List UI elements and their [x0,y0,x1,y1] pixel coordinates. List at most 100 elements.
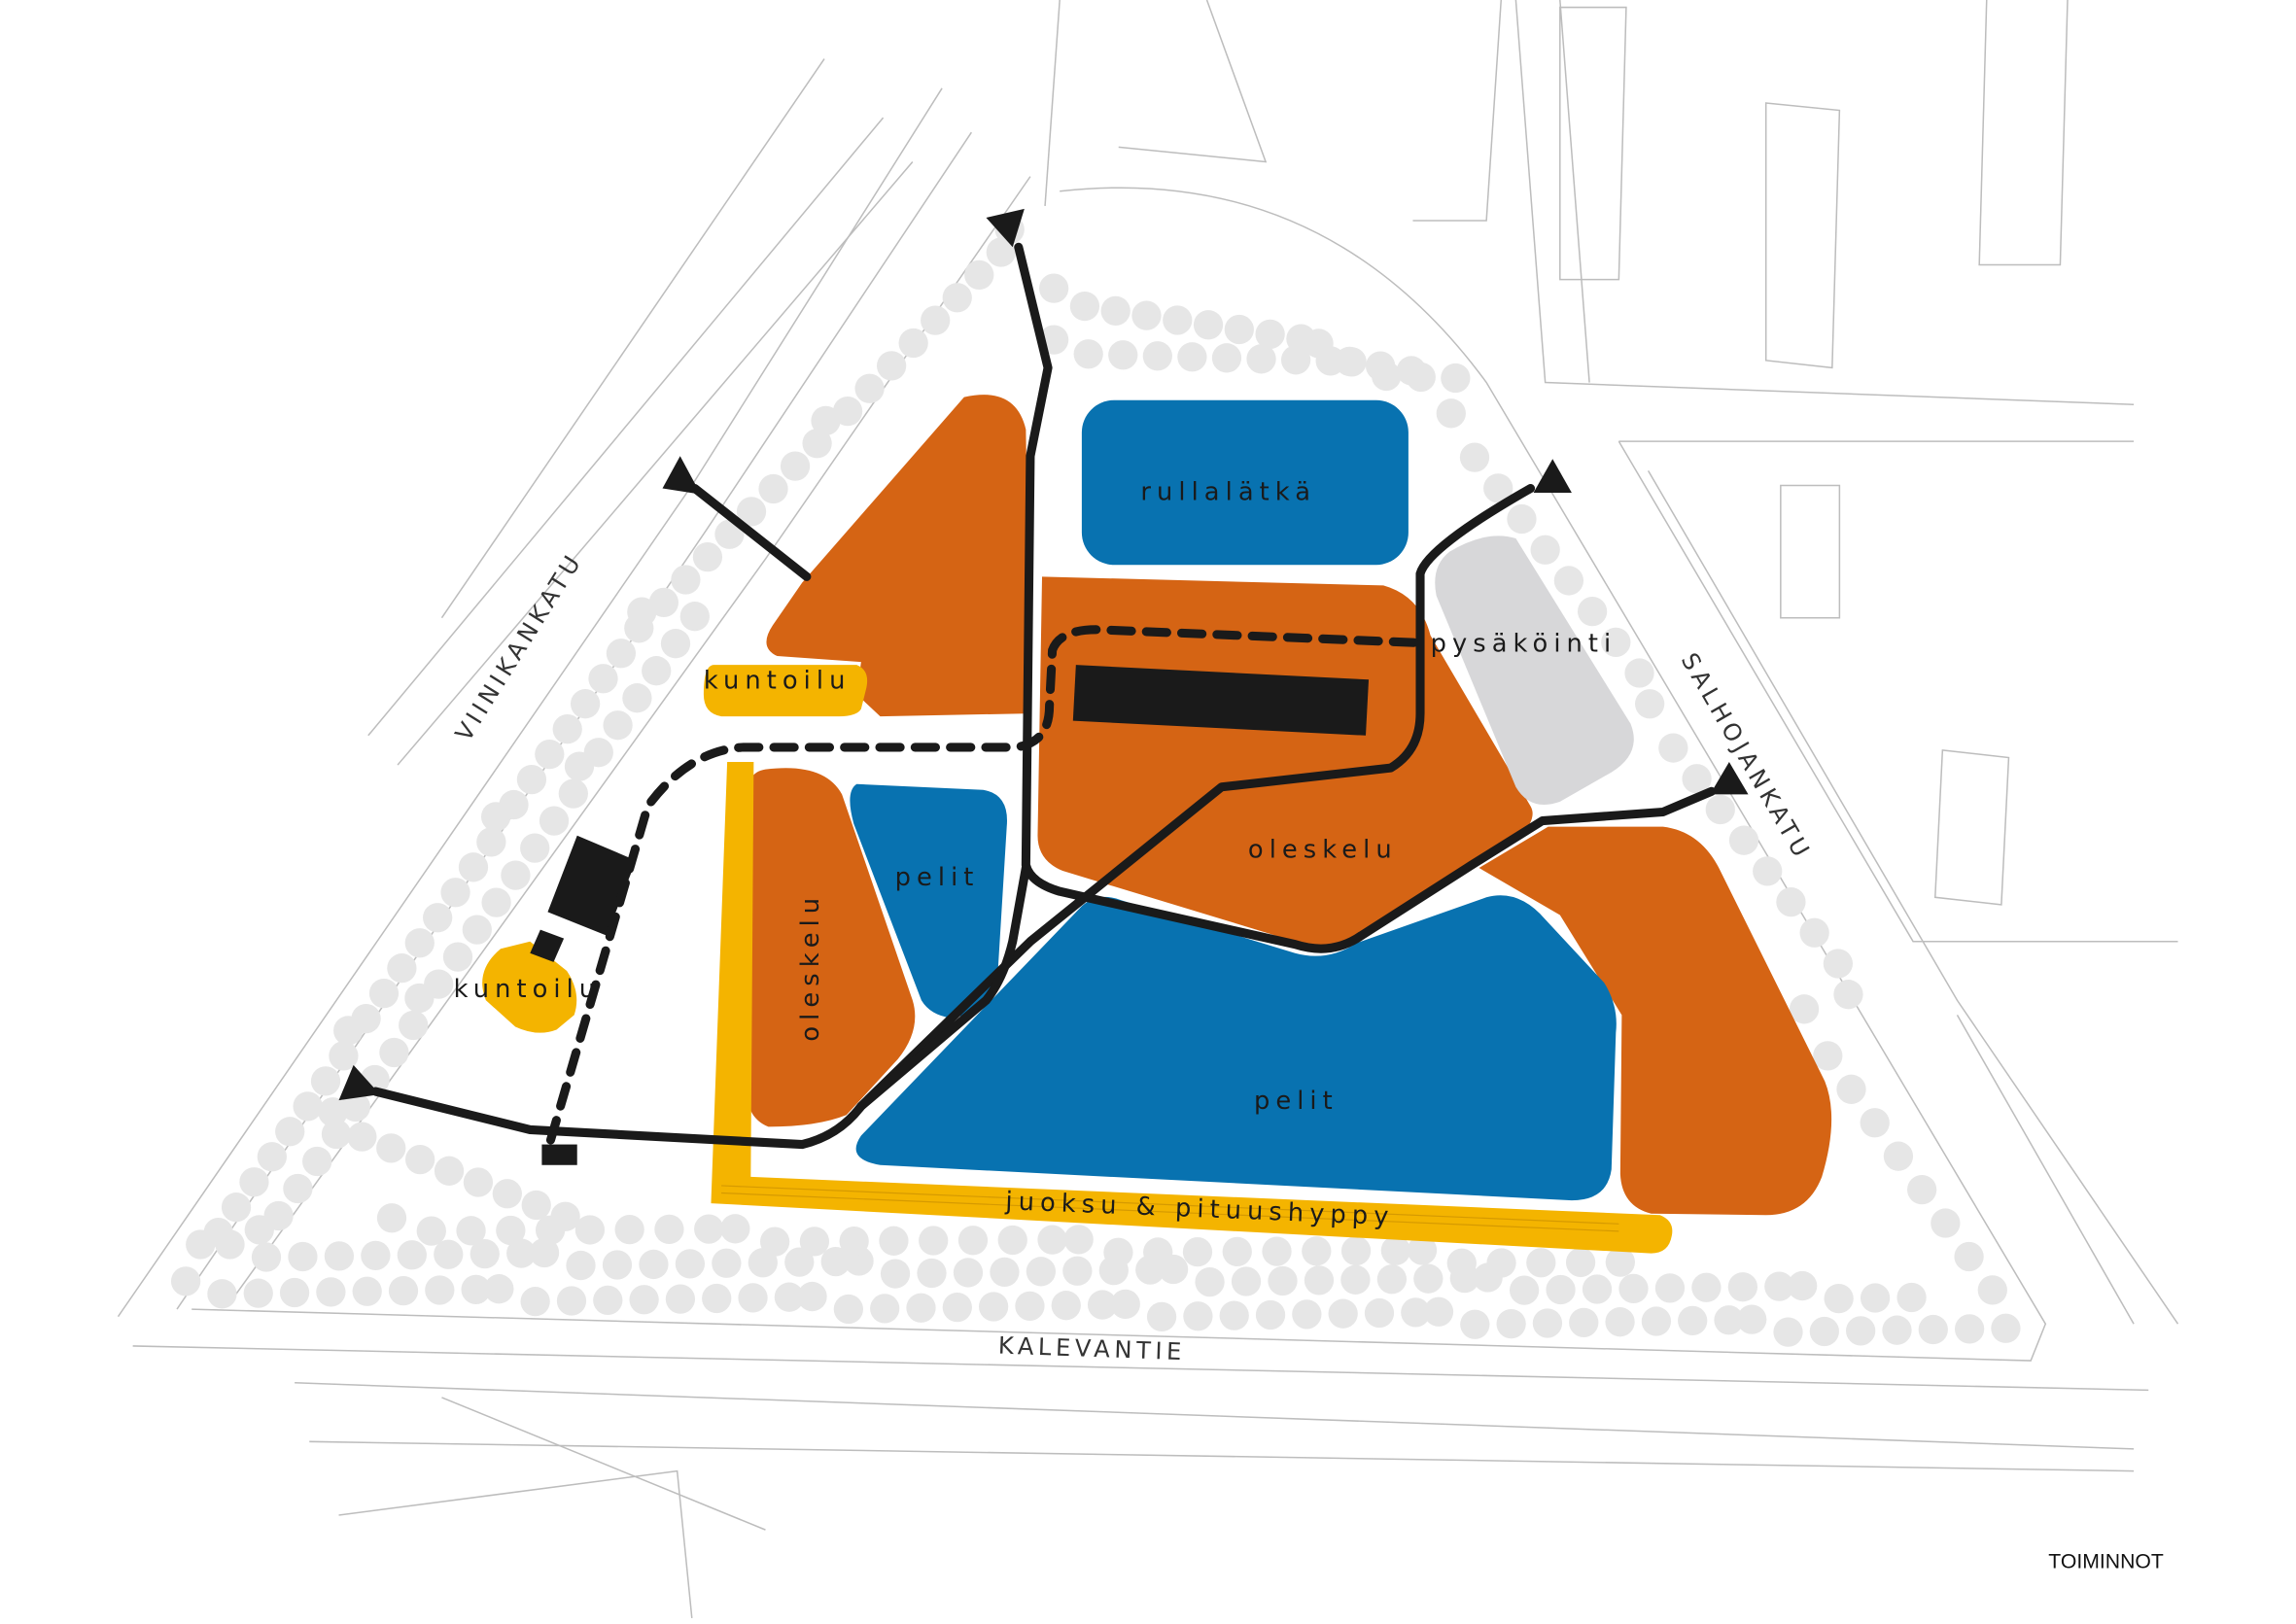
tree-icon [316,1277,346,1307]
tree-icon [898,328,928,359]
tree-icon [1436,398,1466,429]
tree-icon [1219,1300,1249,1330]
tree-icon [1302,1236,1332,1266]
tree-icon [583,738,613,768]
tree-icon [283,1173,313,1204]
tree-icon [1773,1317,1803,1347]
tree-icon [352,1276,382,1306]
tree-icon [780,451,811,481]
tree-icon [1087,1290,1118,1320]
tree-icon [1406,362,1436,393]
tree-icon [675,1249,706,1279]
tree-icon [499,789,529,820]
tree-icon [1907,1174,1937,1205]
tree-icon [351,1003,381,1034]
parking-area [1435,536,1634,805]
tree-icon [310,1066,341,1096]
fitness-west-label: kuntoilu [454,975,602,1004]
tree-icon [986,237,1016,267]
tree-icon [797,1281,827,1312]
leisure-center-label: oleskelu [1248,835,1398,864]
tree-icon [1714,1305,1744,1335]
tree-icon [917,1258,947,1289]
tree-icon [839,1226,869,1257]
skate-rink-label: rullalätkä [1140,478,1316,507]
leisure-west-label: oleskelu [796,892,825,1042]
tree-icon [404,928,435,958]
tree-icon [496,1215,526,1246]
tree-icon [1211,343,1242,373]
tree-icon [679,602,710,632]
tree-icon [501,860,531,890]
tree-icon [1051,1291,1081,1321]
tree-icon [1292,1299,1322,1330]
tree-icon [1193,310,1224,340]
tree-icon [1809,1316,1839,1347]
leisure-area-north [766,395,1030,717]
tree-icon [1954,1314,1985,1344]
tree-icon [520,833,550,863]
tree-icon [870,1294,900,1324]
games-large-label: pelit [1254,1087,1339,1116]
tree-icon [1918,1314,1948,1345]
tree-icon [712,1248,742,1278]
parking-label: pysäköinti [1431,630,1618,659]
tree-icon [1883,1141,1914,1171]
tree-icon [492,1179,522,1209]
tree-icon [416,1216,446,1246]
tree-icon [1605,1247,1635,1277]
tree-icon [1255,1299,1286,1330]
tree-icon [774,1282,804,1312]
tree-icon [1954,1241,1984,1272]
tree-icon [552,714,582,744]
tree-icon [1142,341,1172,371]
games-small-label: pelit [895,863,980,892]
tree-icon [997,1225,1027,1256]
arrow-west-icon [338,1064,380,1101]
tree-icon [1991,1313,2021,1343]
tree-icon [1460,1309,1490,1339]
tree-icon [1846,1316,1876,1346]
tree-icon [694,1214,724,1244]
games-area-large [855,895,1617,1201]
tree-icon [1441,363,1471,394]
tree-icon [1618,1273,1649,1304]
tree-icon [1582,1274,1613,1304]
tree-icon [978,1292,1009,1322]
tree-icon [1038,273,1069,303]
tree-icon [593,1285,623,1316]
tree-icon [1776,886,1806,917]
building-tiny [541,1144,577,1165]
tree-icon [1882,1315,1912,1345]
tree-icon [405,1144,435,1175]
tree-icon [854,373,885,403]
tree-icon [1037,1225,1067,1255]
tree-icon [263,1200,294,1231]
tree-icon [387,953,417,984]
tree-icon [329,1041,359,1071]
tree-icon [603,710,633,741]
tree-icon [257,1142,287,1172]
tree-icon [1146,1301,1177,1332]
tree-icon [340,1091,370,1123]
tree-icon [1678,1305,1708,1336]
tree-icon [942,283,972,313]
tree-icon [251,1242,282,1272]
tree-icon [879,1226,909,1256]
arrow-northeast-icon [1533,459,1572,494]
tree-icon [279,1277,310,1308]
tree-icon [1062,1256,1093,1286]
tree-icon [833,1294,864,1325]
tree-icon [602,1250,633,1280]
tree-icon [399,1010,429,1041]
walkway-west-northeast [370,483,1536,1150]
tree-icon [1246,344,1276,374]
street-kalevantie: KALEVANTIE [997,1332,1186,1366]
tree-icon [434,1239,464,1269]
tree-icon [302,1146,332,1177]
tree-icon [461,1274,491,1304]
tree-icon [1015,1291,1045,1321]
walkway-northwest [690,483,812,581]
tree-icon [614,1215,644,1245]
